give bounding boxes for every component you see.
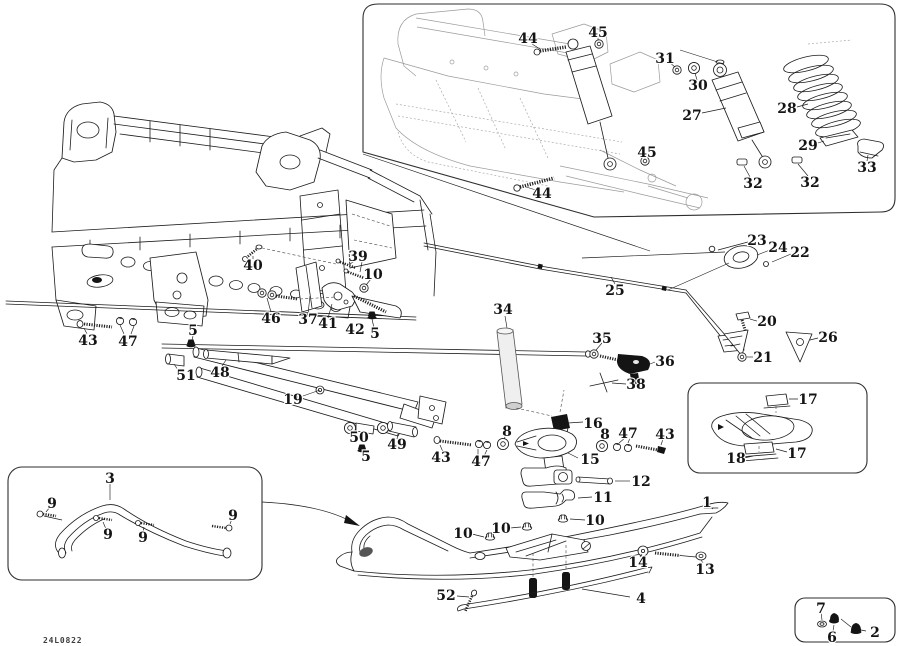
part-label-9: 9 (138, 530, 148, 546)
ski-assembly (335, 501, 729, 613)
part-label-24: 24 (768, 240, 788, 256)
part-label-19: 19 (283, 392, 302, 408)
part-label-25: 25 (605, 283, 624, 299)
part-label-39: 39 (348, 249, 367, 265)
part-label-49: 49 (387, 437, 406, 453)
part-label-2: 2 (870, 625, 880, 641)
part-label-46: 46 (261, 311, 280, 327)
part-label-10: 10 (491, 521, 511, 537)
part-label-44: 44 (518, 31, 538, 47)
part-label-9: 9 (47, 496, 57, 512)
part-label-40: 40 (243, 258, 263, 274)
part-label-8: 8 (600, 427, 610, 443)
part-label-26: 26 (818, 330, 837, 346)
part-label-43: 43 (431, 450, 450, 466)
part-label-10: 10 (453, 526, 473, 542)
part-label-9: 9 (228, 508, 238, 524)
part-label-31: 31 (655, 51, 674, 67)
part-label-20: 20 (757, 314, 777, 330)
shock-exploded (668, 49, 772, 169)
part-label-33: 33 (857, 160, 876, 176)
faded-chassis (380, 8, 709, 211)
part-label-17: 17 (787, 446, 806, 462)
part-label-3: 3 (105, 471, 115, 487)
part-label-15: 15 (580, 452, 599, 468)
part-label-50: 50 (349, 430, 369, 446)
part-label-43: 43 (78, 333, 97, 349)
chassis-frame (5, 101, 437, 331)
part-label-11: 11 (593, 490, 612, 506)
part-label-48: 48 (210, 365, 229, 381)
drawing-code: 24L0822 (43, 636, 82, 645)
part-label-8: 8 (502, 424, 512, 440)
shock-mounted (513, 36, 650, 192)
part-label-47: 47 (618, 426, 637, 442)
part-label-12: 12 (631, 474, 650, 490)
small-parts-callout (794, 597, 896, 643)
part-label-5: 5 (188, 323, 198, 339)
part-label-29: 29 (798, 138, 817, 154)
part-label-30: 30 (688, 78, 708, 94)
handle-callout (7, 466, 360, 581)
part-label-47: 47 (118, 334, 137, 350)
part-label-41: 41 (318, 316, 337, 332)
part-label-1: 1 (702, 495, 712, 511)
part-label-9: 9 (103, 527, 113, 543)
part-label-35: 35 (592, 331, 611, 347)
part-label-7: 7 (816, 601, 826, 617)
part-label-34: 34 (493, 302, 513, 318)
part-label-44: 44 (532, 186, 552, 202)
part-label-45: 45 (637, 145, 656, 161)
part-label-51: 51 (176, 368, 195, 384)
part-label-52: 52 (436, 588, 455, 604)
part-label-6: 6 (827, 630, 837, 646)
lower-a-arm (76, 316, 523, 453)
part-label-5: 5 (361, 449, 371, 465)
part-label-14: 14 (628, 555, 648, 571)
part-label-38: 38 (626, 377, 645, 393)
shock-inset-panel (362, 3, 896, 252)
steering-linkage (242, 244, 402, 329)
part-label-42: 42 (345, 322, 364, 338)
part-label-32: 32 (743, 176, 762, 192)
part-label-17: 17 (798, 392, 817, 408)
stabilizer-bar-group (423, 241, 819, 363)
part-label-32: 32 (800, 175, 819, 191)
part-label-13: 13 (695, 562, 714, 578)
spring-group (736, 39, 885, 178)
part-label-16: 16 (583, 416, 602, 432)
part-label-5: 5 (370, 326, 380, 342)
part-label-10: 10 (585, 513, 605, 529)
part-label-21: 21 (753, 350, 772, 366)
part-label-36: 36 (655, 354, 674, 370)
part-label-28: 28 (777, 101, 796, 117)
part-label-37: 37 (298, 312, 317, 328)
part-label-43: 43 (655, 427, 674, 443)
part-label-22: 22 (790, 245, 809, 261)
inset-border (362, 3, 896, 218)
part-label-27: 27 (682, 108, 701, 124)
part-label-23: 23 (747, 233, 766, 249)
spindle-top-callout (687, 382, 868, 474)
part-label-18: 18 (726, 451, 745, 467)
part-label-4: 4 (636, 591, 646, 607)
part-label-45: 45 (588, 25, 607, 41)
ski-leg-spindle (433, 389, 666, 509)
part-label-47: 47 (471, 454, 490, 470)
part-label-10: 10 (363, 267, 383, 283)
